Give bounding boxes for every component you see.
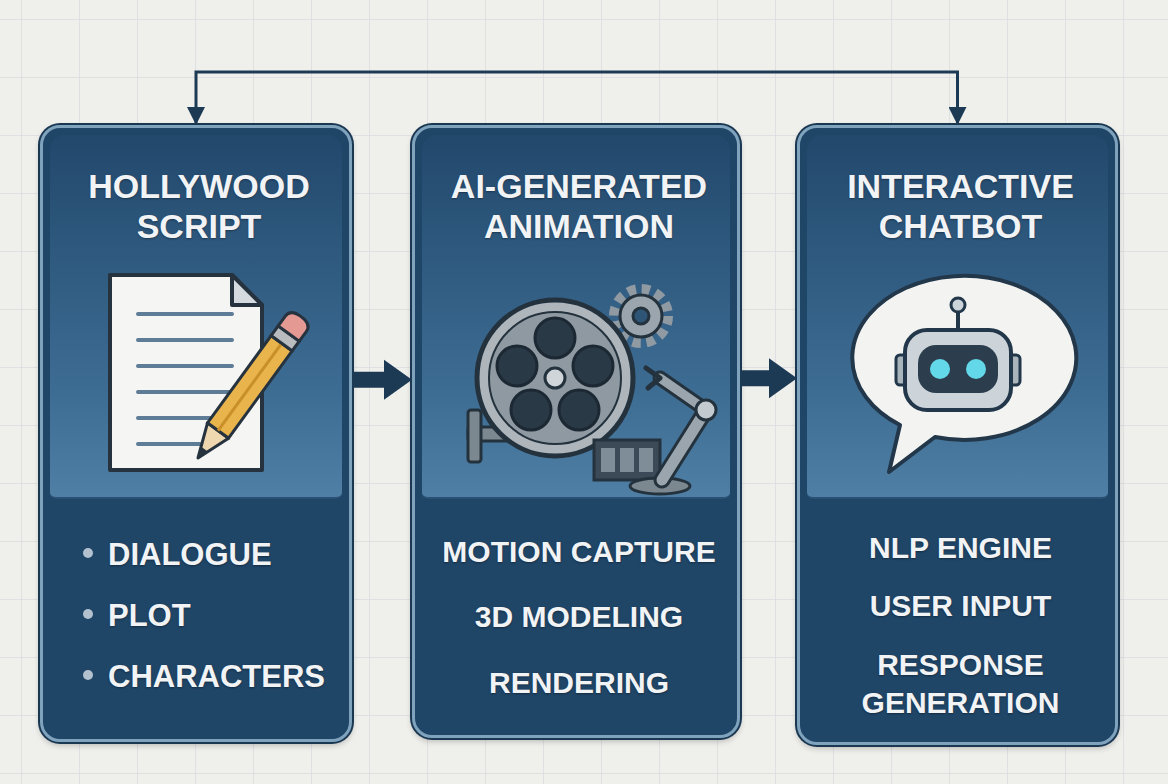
robot-eye: [966, 359, 986, 379]
film-strip: [594, 440, 660, 480]
panel-heading: AI-GENERATED ANIMATION: [423, 166, 735, 246]
robot-antenna-ball: [951, 298, 965, 312]
stand-post: [468, 410, 481, 462]
reel-hub: [545, 368, 565, 388]
panel-item: USER INPUT: [820, 588, 1101, 624]
arm-segment-outline: [662, 410, 706, 480]
bullet-dot: [83, 670, 93, 680]
robot-ear: [1008, 355, 1020, 385]
arm-joint: [696, 400, 716, 420]
gear-teeth: [615, 290, 667, 342]
panel-item: CHARACTERS: [108, 658, 348, 695]
document-fold: [232, 275, 262, 305]
speech-bubble: [852, 276, 1076, 472]
flow-arrow: [740, 358, 797, 398]
arm-segment: [660, 378, 706, 410]
reel-stand: [468, 410, 528, 462]
reel-face: [489, 312, 621, 444]
arm-segment-outline: [660, 378, 706, 410]
bullet-dot: [83, 548, 93, 558]
panel-heading: HOLLYWOOD SCRIPT: [53, 166, 345, 246]
pencil-stripe: [218, 343, 282, 430]
panel-item: RENDERING: [423, 665, 735, 701]
arm-base: [630, 478, 690, 494]
pencil-icon: [187, 309, 311, 466]
gear-body: [620, 295, 662, 337]
film-reel-icon: [477, 300, 633, 456]
bullet-dot: [83, 609, 93, 619]
robot-head: [905, 330, 1011, 410]
robot-icon: [896, 298, 1020, 410]
reel-rim: [477, 300, 633, 456]
strip-frame: [639, 448, 653, 472]
reel-hole: [497, 346, 537, 386]
panel-item: 3D MODELING: [423, 599, 735, 635]
panel-item: RESPONSE GENERATION: [830, 646, 1091, 722]
document-sheet: [110, 275, 262, 470]
robot-ear: [896, 355, 908, 385]
pencil-eraser: [278, 309, 311, 341]
panel-item: MOTION CAPTURE: [423, 534, 735, 570]
panel-item: PLOT: [108, 597, 348, 634]
pencil-lead: [194, 446, 208, 460]
document-icon: [110, 275, 262, 470]
panel-heading: INTERACTIVE CHATBOT: [808, 166, 1113, 246]
panel-item: DIALOGUE: [108, 536, 348, 573]
strip-frame: [620, 448, 634, 472]
arm-gripper: [646, 368, 660, 388]
reel-hole: [559, 390, 599, 430]
reel-hole: [511, 390, 551, 430]
robot-arm-icon: [630, 368, 716, 494]
pencil-band: [271, 326, 299, 351]
arm-segment: [662, 410, 706, 480]
stand-bar: [468, 427, 528, 441]
flow-arrow: [352, 360, 412, 400]
panel-item: NLP ENGINE: [820, 530, 1101, 566]
process-panel: HOLLYWOOD SCRIPT DIALOGUE PLOT CHARACTERS: [40, 125, 352, 742]
pencil-tip: [187, 423, 228, 466]
robot-eye: [930, 359, 950, 379]
process-panel: INTERACTIVE CHATBOT NLP ENGINE USER INPUT R…: [797, 125, 1118, 745]
robot-antenna: [956, 310, 960, 332]
strip-body: [594, 440, 660, 480]
reel-hole: [535, 318, 575, 358]
strip-frame: [601, 448, 615, 472]
process-panel: AI-GENERATED ANIMATION MOTION CAPTURE 3D M…: [412, 125, 740, 738]
reel-hole: [573, 346, 613, 386]
gear-hub: [633, 308, 649, 324]
document-lines: [138, 314, 232, 444]
pencil-body: [208, 336, 293, 439]
feedback-connector: [196, 72, 958, 125]
gear-icon: [615, 290, 667, 342]
robot-face: [918, 345, 998, 393]
